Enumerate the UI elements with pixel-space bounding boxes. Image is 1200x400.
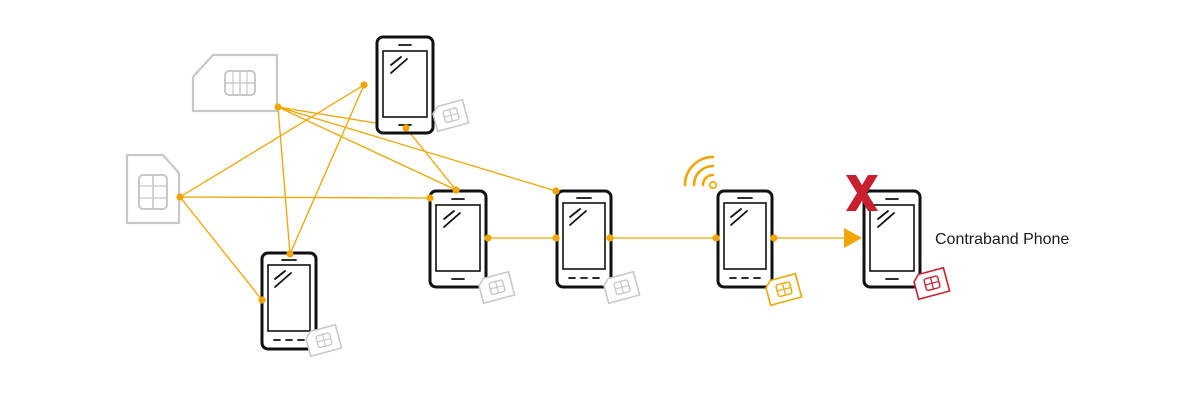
link-line xyxy=(277,106,457,191)
link-line xyxy=(289,84,365,255)
smartphone-icon xyxy=(555,189,613,289)
link-line xyxy=(179,84,365,198)
link-line xyxy=(179,196,263,301)
sim-card-icon xyxy=(125,153,181,225)
block-x-icon xyxy=(846,175,878,211)
link-line xyxy=(277,106,557,192)
link-node xyxy=(426,194,434,202)
link-node xyxy=(452,186,460,194)
link-node xyxy=(258,296,266,304)
link-node xyxy=(360,81,368,89)
link-node xyxy=(552,234,560,242)
link-node xyxy=(286,250,294,258)
sim-card-icon xyxy=(430,98,470,133)
arrow-right-icon xyxy=(844,228,862,248)
smartphone-icon xyxy=(375,35,435,135)
smartphone-icon xyxy=(716,189,774,289)
link-node xyxy=(484,234,492,242)
link-line xyxy=(179,196,431,199)
link-node xyxy=(402,124,410,132)
connection-lines xyxy=(179,84,846,301)
wifi-signal-icon xyxy=(683,155,718,190)
connection-nodes xyxy=(176,81,778,304)
link-line xyxy=(405,127,457,191)
smartphone-icon xyxy=(428,189,488,289)
link-node xyxy=(552,187,560,195)
link-node xyxy=(712,234,720,242)
link-node xyxy=(606,234,614,242)
link-node xyxy=(176,193,184,201)
sim-card-icon xyxy=(191,53,279,113)
link-node xyxy=(274,103,282,111)
link-node xyxy=(770,234,778,242)
link-line xyxy=(277,106,291,255)
contraband-phone-label: Contraband Phone xyxy=(935,231,1069,248)
